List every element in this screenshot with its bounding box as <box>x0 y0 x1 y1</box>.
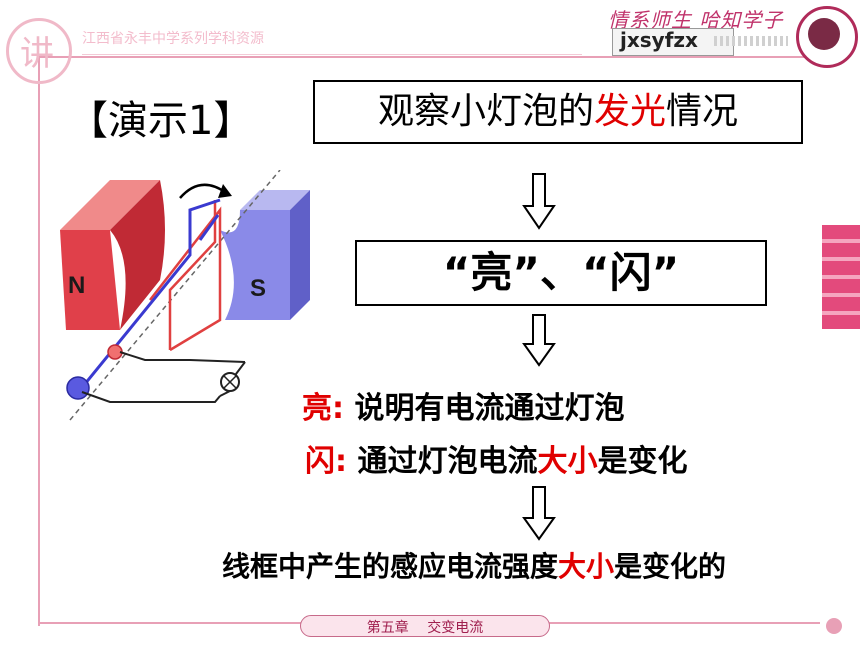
conclusion-red: 大小 <box>558 550 615 583</box>
footer-chapter: 第五章 交变电流 <box>366 620 484 636</box>
bulb-cross-b <box>223 375 237 389</box>
south-magnet <box>220 190 310 320</box>
north-label: N <box>68 272 85 299</box>
frame-left-line <box>38 56 40 626</box>
rotation-arrowhead <box>218 184 232 198</box>
flash-red: 大小 <box>537 444 598 479</box>
coil-red-loop <box>149 206 222 352</box>
bright-flash-box: “亮”、“闪” <box>355 240 767 306</box>
circuit-wire-top <box>119 351 246 363</box>
header-underline <box>82 54 582 55</box>
side-tab[interactable] <box>822 225 860 329</box>
circuit-wire-bottom <box>81 391 221 403</box>
school-badge-emblem <box>808 18 840 50</box>
flash-post: 是变化 <box>597 444 688 479</box>
coil-blue-top <box>198 214 220 241</box>
north-magnet <box>60 180 165 330</box>
observe-box: 观察小灯泡的发光情况 <box>313 80 803 144</box>
brand-box <box>612 28 734 56</box>
observe-red: 发光 <box>593 91 666 132</box>
observe-pre: 观察小灯泡的 <box>377 91 594 132</box>
down-arrow-icon <box>522 486 556 541</box>
conclusion-pre: 线框中产生的感应电流强度 <box>222 550 559 583</box>
slip-ring-small <box>107 344 123 360</box>
down-arrow-icon <box>522 314 556 367</box>
demo-label: 【演示1】 <box>68 98 254 144</box>
footer-dot <box>826 618 842 634</box>
rotation-arrow-icon <box>179 183 226 199</box>
school-name: 江西省永丰中学系列学科资源 <box>82 31 264 47</box>
frame-top-line <box>40 56 820 58</box>
conclusion: 线框中产生的感应电流强度大小是变化的 <box>222 545 726 585</box>
brand-name: jxsyfzx <box>620 28 698 52</box>
brand-stripes <box>714 36 788 46</box>
south-label: S <box>250 275 266 302</box>
conclusion-post: 是变化的 <box>614 550 727 583</box>
flash-explanation: 闪: 通过灯泡电流大小是变化 <box>305 436 687 480</box>
speech-logo-icon <box>6 18 72 84</box>
bright-key: 亮: <box>302 391 344 426</box>
rotation-axis <box>69 170 281 421</box>
bulb-lead <box>219 390 231 397</box>
flash-key: 闪: <box>305 444 347 479</box>
speech-logo-glyph: 讲 <box>20 34 54 74</box>
flash-pre: 通过灯泡电流 <box>347 444 538 479</box>
bright-text: 说明有电流通过灯泡 <box>344 391 625 426</box>
footer-pill <box>300 615 550 637</box>
school-badge-icon <box>796 6 858 68</box>
generator-diagram: N S <box>60 170 310 421</box>
coil-blue-side <box>78 198 221 391</box>
observe-post: 情况 <box>666 91 739 132</box>
down-arrow-icon <box>522 173 556 230</box>
slip-ring-large <box>66 376 90 400</box>
bright-explanation: 亮: 说明有电流通过灯泡 <box>302 383 624 427</box>
